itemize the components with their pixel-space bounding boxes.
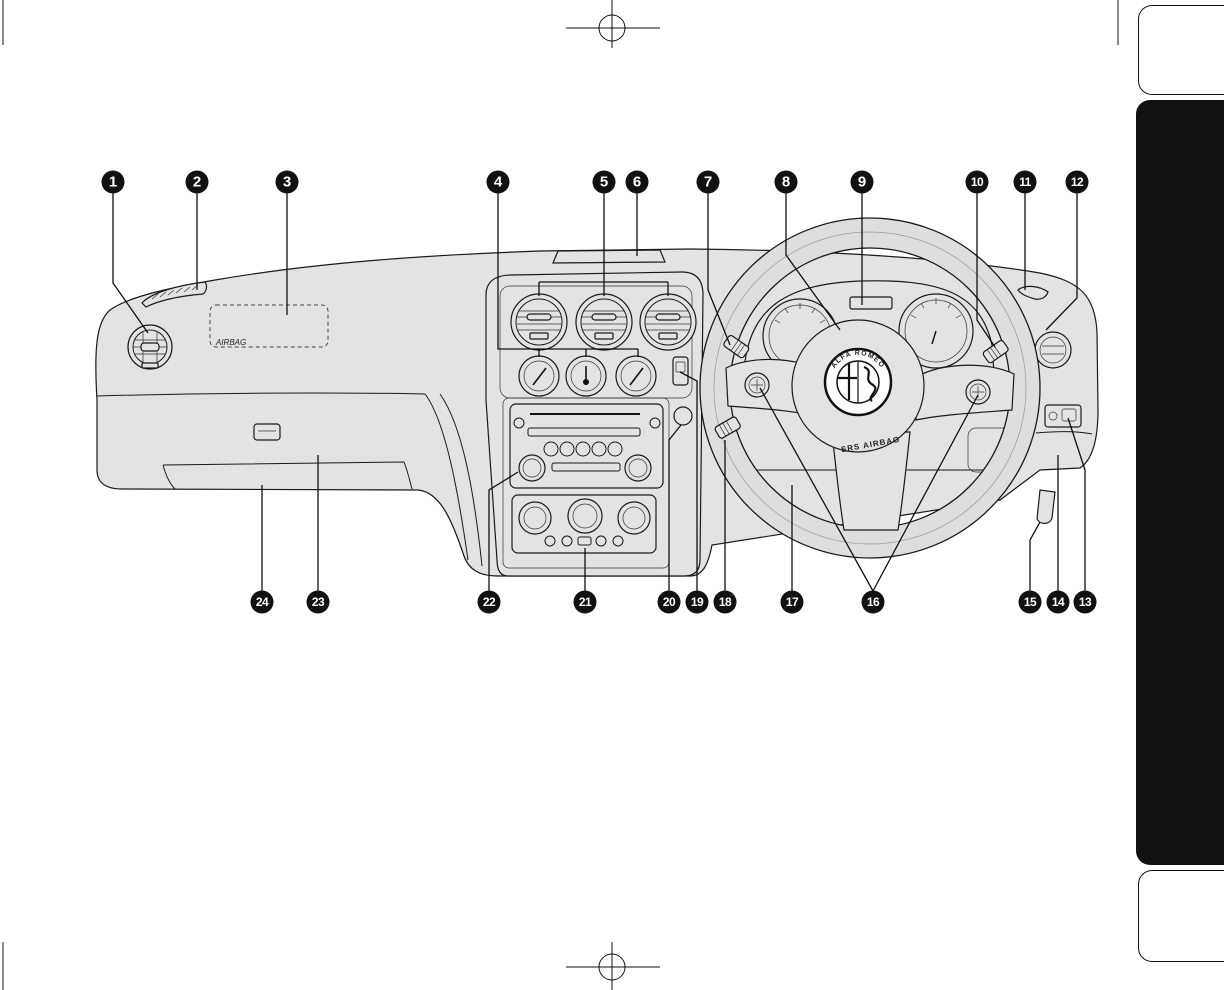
side-tab-top (1138, 5, 1224, 95)
left-stalk-lower (714, 416, 741, 439)
svg-text:21: 21 (579, 595, 592, 609)
svg-text:6: 6 (633, 174, 641, 191)
svg-text:13: 13 (1079, 595, 1092, 609)
centre-air-vent-left (510, 293, 568, 351)
svg-text:17: 17 (786, 595, 799, 609)
callout-17: 17 (780, 590, 804, 614)
side-air-vent-left (127, 324, 173, 370)
callout-5: 5 (592, 170, 616, 194)
svg-text:14: 14 (1052, 595, 1065, 609)
callout-13: 13 (1073, 590, 1097, 614)
svg-text:16: 16 (867, 595, 880, 609)
callout-16: 16 (861, 590, 885, 614)
callout-23: 23 (306, 590, 330, 614)
steering-wheel-rim-highlight (713, 231, 1027, 545)
side-air-vent-right (1034, 331, 1072, 369)
svg-text:18: 18 (719, 595, 732, 609)
callout-4: 4 (486, 170, 510, 194)
console-side-button (673, 406, 693, 426)
leader-1 (112, 193, 149, 334)
mirror-control-switch (1044, 404, 1082, 428)
lower-right-dash-panel (1035, 431, 1093, 435)
leader-12 (1045, 193, 1078, 331)
glove-box-handle (253, 423, 281, 441)
callout-14: 14 (1046, 590, 1070, 614)
alfa-romeo-logo: ALFA ROMEO (823, 347, 893, 417)
leader-20 (668, 424, 682, 591)
callout-1: 1 (101, 170, 125, 194)
leader-7 (707, 193, 731, 346)
callout-10: 10 (965, 170, 989, 194)
hazard-switch (672, 356, 689, 386)
svg-text:19: 19 (691, 595, 704, 609)
radio-unit (509, 403, 664, 489)
svg-text:24: 24 (256, 595, 269, 609)
leader-22 (488, 471, 519, 591)
additional-gauge-left (518, 355, 560, 397)
callout-19: 19 (685, 590, 709, 614)
callout-18: 18 (713, 590, 737, 614)
callout-21: 21 (573, 590, 597, 614)
passenger-airbag-panel (209, 304, 329, 348)
side-tab-active (1136, 100, 1224, 865)
centre-dash-sensor-housing (552, 249, 666, 264)
svg-text:22: 22 (483, 595, 496, 609)
callout-15: 15 (1018, 590, 1042, 614)
dash-upper-lower-seam (96, 392, 426, 397)
callout-2: 2 (185, 170, 209, 194)
leader-5 (538, 193, 669, 296)
leader-16 (759, 387, 979, 592)
svg-text:4: 4 (494, 174, 503, 191)
svg-text:2: 2 (193, 174, 201, 191)
side-tab-bottom (1138, 870, 1224, 962)
bonnet-release-lever (1036, 489, 1056, 524)
additional-gauge-middle (565, 355, 607, 397)
callout-20: 20 (657, 590, 681, 614)
leader-8 (785, 193, 841, 331)
callout-7: 7 (696, 170, 720, 194)
climate-control-panel (511, 494, 657, 554)
svg-text:20: 20 (663, 595, 676, 609)
crop-mark-top-center (566, 0, 660, 48)
passenger-airbag-label: AIRBAG (215, 338, 246, 347)
svg-text:1: 1 (109, 174, 117, 191)
dash-console-curve-inner (439, 393, 483, 567)
callout-12: 12 (1065, 170, 1089, 194)
leader-15 (1029, 521, 1041, 591)
leader-10 (976, 193, 996, 348)
callout-22: 22 (477, 590, 501, 614)
dash-console-curve-outer (424, 393, 469, 561)
callout-8: 8 (774, 170, 798, 194)
svg-text:9: 9 (858, 174, 866, 191)
callout-9: 9 (850, 170, 874, 194)
svg-text:12: 12 (1071, 175, 1084, 189)
lower-storage-bin (162, 461, 413, 490)
svg-text:23: 23 (312, 595, 325, 609)
svg-text:8: 8 (782, 174, 790, 191)
callout-6: 6 (625, 170, 649, 194)
steering-wheel-button-right (965, 379, 991, 405)
leader-lines (112, 193, 1086, 592)
left-stalk-upper (723, 334, 750, 359)
svg-text:5: 5 (600, 174, 608, 191)
additional-gauge-right (615, 355, 657, 397)
svg-text:3: 3 (283, 174, 291, 191)
centre-air-vent-middle (575, 293, 633, 351)
callout-24: 24 (250, 590, 274, 614)
svg-text:15: 15 (1024, 595, 1037, 609)
leader-19 (679, 371, 698, 591)
centre-air-vent-right (639, 293, 697, 351)
leader-13 (1067, 417, 1086, 591)
crop-mark-bottom-center (566, 942, 660, 990)
leader-4 (497, 193, 639, 357)
callout-3: 3 (275, 170, 299, 194)
svg-text:10: 10 (971, 175, 984, 189)
side-window-demister-vent-left (141, 281, 208, 308)
steering-wheel-button-left (744, 372, 770, 398)
callout-11: 11 (1013, 170, 1037, 194)
svg-text:7: 7 (704, 174, 712, 191)
svg-text:11: 11 (1019, 175, 1031, 189)
